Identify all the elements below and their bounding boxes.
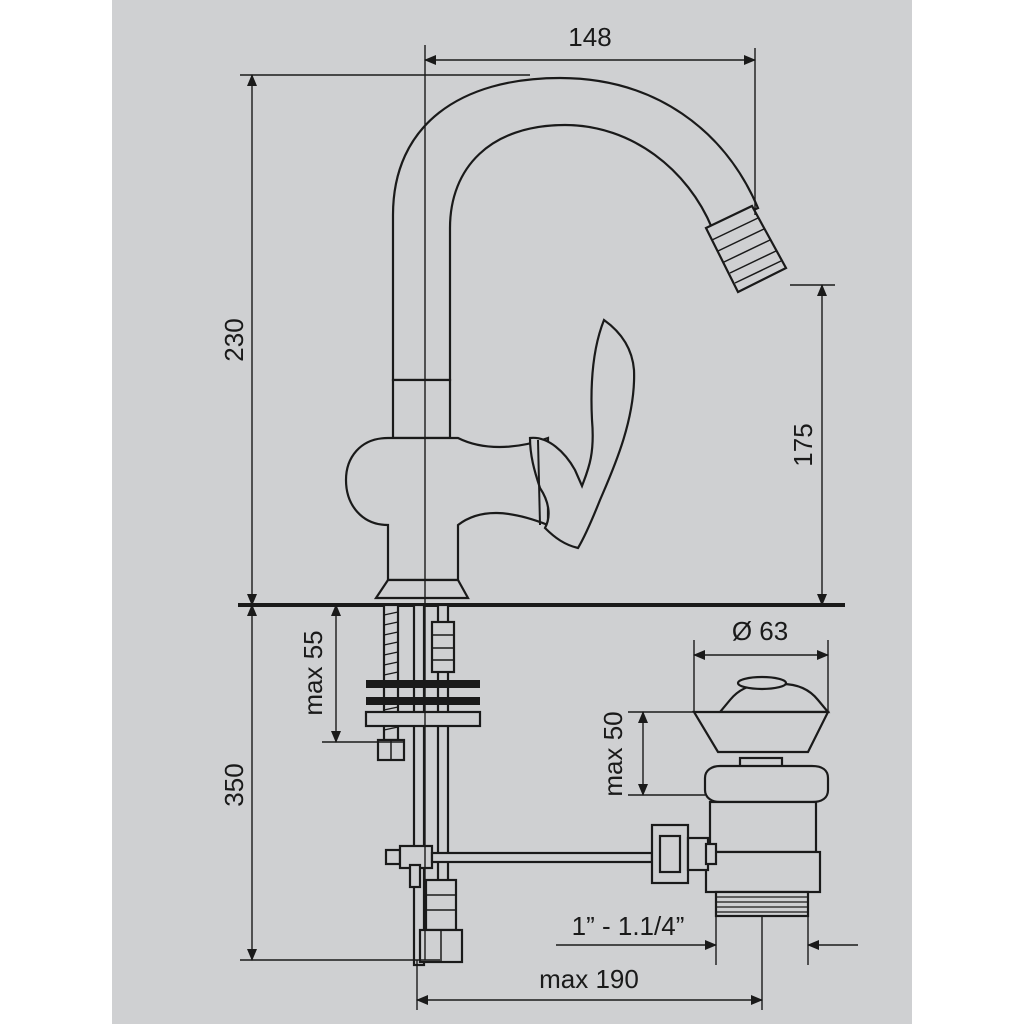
dim-label-max-190: max 190	[539, 964, 639, 994]
faucet-body	[344, 76, 788, 600]
aerator	[704, 204, 788, 294]
dim-label-max-50: max 50	[598, 711, 628, 796]
washer-2	[366, 697, 480, 705]
dim-label-thread: 1” - 1.1/4”	[572, 911, 685, 941]
dim-label-175: 175	[788, 423, 818, 466]
dim-label-148: 148	[568, 22, 611, 52]
dim-label-230: 230	[219, 318, 249, 361]
dim-label-350: 350	[219, 763, 249, 806]
dim-label-diameter-63: Ø 63	[732, 616, 788, 646]
waste-assembly	[650, 675, 831, 918]
dim-label-max-55: max 55	[298, 630, 328, 715]
washer-1	[366, 680, 480, 688]
lever-handle	[528, 318, 636, 550]
underdeck-assembly	[364, 603, 654, 967]
